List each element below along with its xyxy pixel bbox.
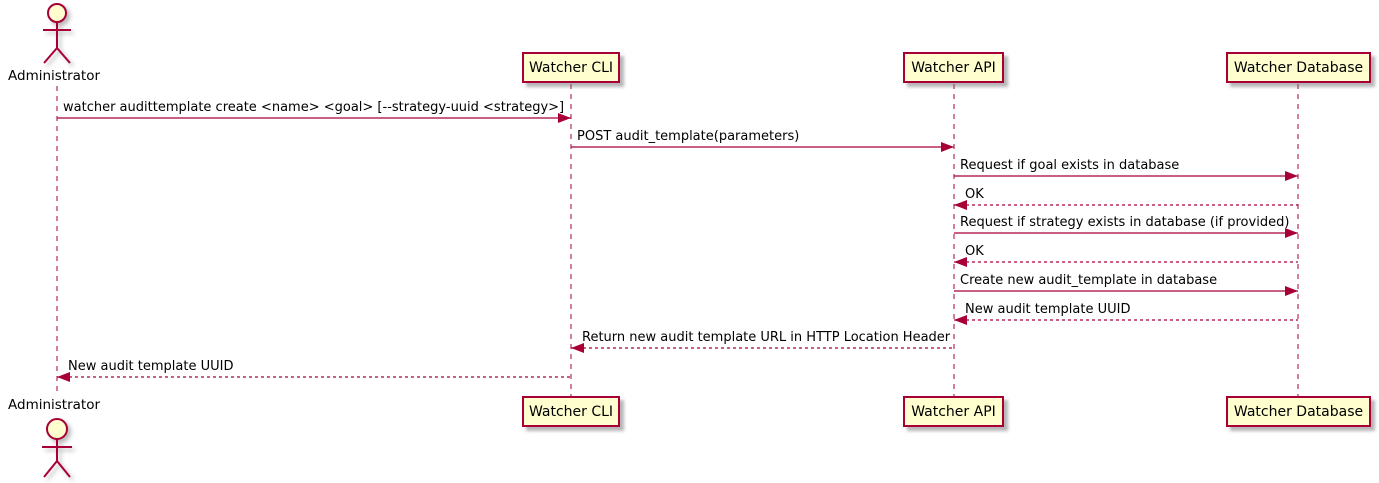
message-label: watcher audittemplate create <name> <goa…: [63, 100, 565, 115]
administrator-label-top: Administrator: [8, 68, 101, 84]
message-arrowhead: [57, 372, 70, 382]
message-arrowhead: [954, 200, 967, 210]
message-label: POST audit_template(parameters): [577, 129, 800, 144]
message-label: New audit template UUID: [68, 359, 234, 374]
message-label: Create new audit_template in database: [960, 273, 1218, 288]
message-arrowhead: [954, 257, 967, 267]
message-label: OK: [965, 244, 984, 259]
message-arrowhead: [941, 142, 954, 152]
participant-label: Watcher CLI: [528, 403, 614, 420]
participant-label: Watcher Database: [1233, 59, 1364, 76]
participant-label: Watcher API: [911, 403, 996, 420]
participant-box-watcher-api-top: Watcher API: [903, 52, 1004, 83]
message-arrowhead: [1285, 171, 1298, 181]
participant-box-watcher-api-bottom: Watcher API: [903, 396, 1004, 427]
participant-box-watcher-database-top: Watcher Database: [1226, 52, 1371, 83]
message-arrowhead: [1285, 286, 1298, 296]
message-label: Return new audit template URL in HTTP Lo…: [582, 330, 951, 345]
lifelines-and-arrows: [56, 84, 1299, 396]
message-arrowhead: [571, 343, 584, 353]
message-label: Request if goal exists in database: [960, 158, 1180, 173]
participant-label: Watcher CLI: [528, 59, 614, 76]
participant-label: Watcher API: [911, 59, 996, 76]
message-arrowhead: [1285, 228, 1298, 238]
message-arrowhead: [954, 315, 967, 325]
administrator-actor-icon-bottom: [42, 418, 72, 478]
participant-label: Watcher Database: [1233, 403, 1364, 420]
message-arrowhead: [558, 113, 571, 123]
administrator-label-bottom: Administrator: [8, 397, 101, 413]
message-label: OK: [965, 187, 984, 202]
participant-box-watcher-database-bottom: Watcher Database: [1226, 396, 1371, 427]
participant-box-watcher-cli-bottom: Watcher CLI: [522, 396, 620, 427]
administrator-actor-icon-top: [43, 3, 71, 64]
message-label: New audit template UUID: [965, 302, 1131, 317]
message-label: Request if strategy exists in database (…: [960, 215, 1290, 230]
participant-box-watcher-cli-top: Watcher CLI: [522, 52, 620, 83]
